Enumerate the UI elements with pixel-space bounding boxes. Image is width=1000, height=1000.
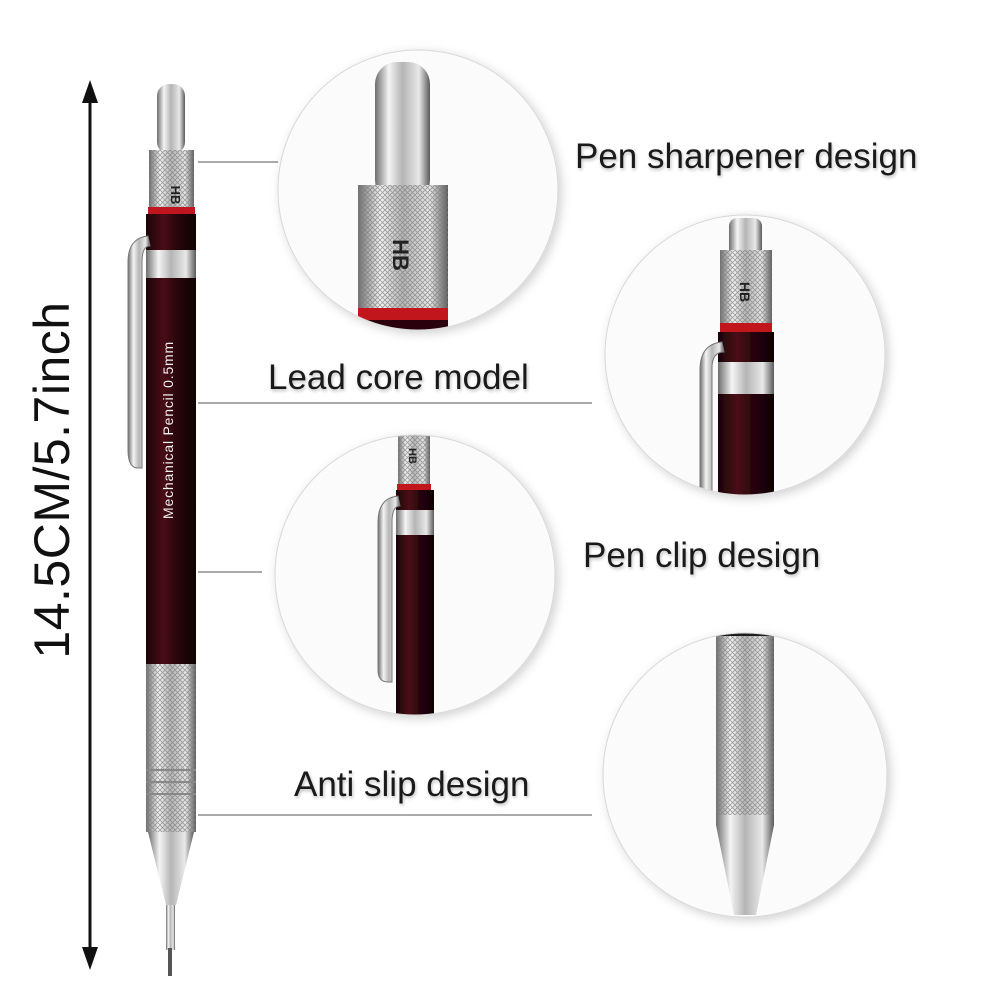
mechanical-pencil — [127, 84, 196, 976]
detail-circle-clip — [274, 434, 556, 716]
detail-circle-lead-core — [604, 214, 886, 496]
callout-anti-slip: Anti slip design — [294, 765, 530, 804]
callout-lead-core: Lead core model — [268, 358, 529, 397]
detail-circle-grip — [602, 632, 888, 918]
dimension-text: 14.5CM/5.7inch — [24, 301, 80, 659]
pencil-imprint-text: Mechanical Pencil 0.5mm — [160, 341, 176, 519]
dimension-arrow — [82, 80, 98, 970]
detail-circle-sharpener — [277, 49, 559, 331]
svg-text:HB: HB — [406, 448, 418, 464]
callout-lines — [198, 161, 592, 816]
svg-text:HB: HB — [388, 239, 413, 271]
svg-text:HB: HB — [737, 282, 753, 302]
svg-text:HB: HB — [168, 186, 183, 205]
callout-sharpener: Pen sharpener design — [575, 137, 918, 176]
callout-clip: Pen clip design — [583, 536, 821, 575]
